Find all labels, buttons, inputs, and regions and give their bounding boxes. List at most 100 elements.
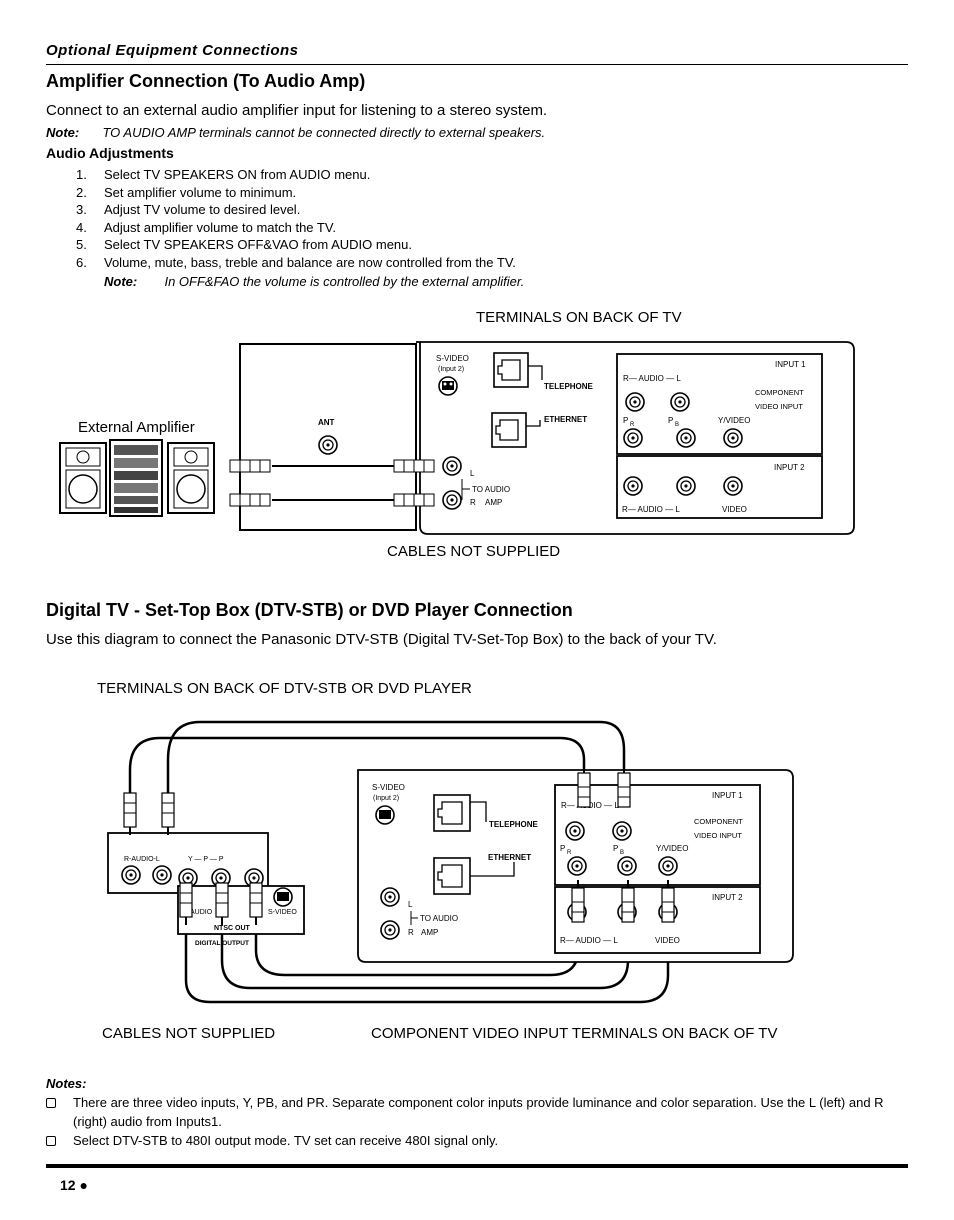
list-item: Select DTV-STB to 480I output mode. TV s… xyxy=(46,1131,908,1150)
input2-box-2 xyxy=(554,886,761,954)
list-item: There are three video inputs, Y, PB, and… xyxy=(46,1093,908,1131)
svg-text:AMP: AMP xyxy=(421,928,438,937)
svg-text:INPUT 1: INPUT 1 xyxy=(712,791,743,800)
svg-text:COMPONENT: COMPONENT xyxy=(694,817,743,826)
diagram2-caption-right: COMPONENT VIDEO INPUT TERMINALS ON BACK … xyxy=(371,1025,778,1042)
svg-text:L: L xyxy=(470,469,475,478)
input2-box xyxy=(616,455,823,519)
input1-pb-jack xyxy=(676,428,696,448)
svg-text:AUDIO: AUDIO xyxy=(190,909,213,916)
svg-text:R— AUDIO — L: R— AUDIO — L xyxy=(623,374,681,383)
tv-back-panel xyxy=(239,343,417,531)
ethernet-jack-icon-2 xyxy=(433,857,515,895)
notes-list: There are three video inputs, Y, PB, and… xyxy=(46,1093,908,1150)
svg-text:P: P xyxy=(668,416,673,425)
svg-text:ETHERNET: ETHERNET xyxy=(488,853,531,862)
audio-steps-list: 1.Select TV SPEAKERS ON from AUDIO menu.… xyxy=(76,166,516,271)
svg-text:AMP: AMP xyxy=(485,498,502,507)
dtv-title: Digital TV - Set-Top Box (DTV-STB) or DV… xyxy=(46,600,573,620)
input1-y-jack xyxy=(723,428,743,448)
diagram1-caption-top: TERMINALS ON BACK OF TV xyxy=(476,309,682,326)
checkbox-bullet-icon xyxy=(46,1136,56,1146)
svg-text:P: P xyxy=(613,844,618,853)
to-audio-l-jack-2 xyxy=(380,887,400,907)
input1-box xyxy=(616,353,823,455)
tv-terminal-panel xyxy=(416,341,855,535)
svg-text:Y — P — P: Y — P — P xyxy=(188,856,224,863)
footer-rule xyxy=(46,1164,908,1168)
diagram2-caption-left: CABLES NOT SUPPLIED xyxy=(102,1025,276,1042)
svg-text:VIDEO INPUT: VIDEO INPUT xyxy=(694,831,742,840)
amp-note2-label: Note: xyxy=(104,274,138,289)
input2-audio-l-jack xyxy=(676,476,696,496)
amp-title: Amplifier Connection (To Audio Amp) xyxy=(46,71,366,91)
svg-text:S-VIDEO: S-VIDEO xyxy=(372,783,405,792)
amp-note-label: Note: xyxy=(46,125,80,140)
input2-video-jack xyxy=(723,476,743,496)
diagram1-caption-bottom: CABLES NOT SUPPLIED xyxy=(387,543,561,560)
svideo-label: S-VIDEO xyxy=(436,354,469,363)
list-item: 2.Set amplifier volume to minimum. xyxy=(76,184,297,200)
list-item: 3.Adjust TV volume to desired level. xyxy=(76,202,301,217)
dtv-stb-connection-diagram: R-AUDIO-L Y — P — P AUDIO S-VIDEO NTSC O… xyxy=(107,720,794,1004)
amp-note: Note: TO AUDIO AMP terminals cannot be c… xyxy=(46,125,545,140)
svg-text:TO AUDIO: TO AUDIO xyxy=(472,485,510,494)
input1-pr-jack xyxy=(623,428,643,448)
svg-text:L: L xyxy=(408,900,413,909)
svg-text:TELEPHONE: TELEPHONE xyxy=(489,820,539,829)
svg-text:NTSC OUT: NTSC OUT xyxy=(214,925,251,932)
page-number: 12 ● xyxy=(60,1177,88,1193)
svg-text:R: R xyxy=(567,850,572,856)
svg-text:TELEPHONE: TELEPHONE xyxy=(544,382,594,391)
audio-cable-top xyxy=(229,459,435,473)
svg-text:P: P xyxy=(560,844,565,853)
svg-text:Y/VIDEO: Y/VIDEO xyxy=(656,844,688,853)
svideo-jack-icon xyxy=(438,376,458,396)
svg-text:R— AUDIO — L: R— AUDIO — L xyxy=(560,936,618,945)
audio-adjustments-title: Audio Adjustments xyxy=(46,145,174,161)
header-rule xyxy=(46,64,908,65)
svg-text:B: B xyxy=(675,422,679,428)
telephone-jack-icon-2 xyxy=(433,794,487,832)
svg-text:COMPONENT: COMPONENT xyxy=(755,388,804,397)
svg-text:INPUT 1: INPUT 1 xyxy=(775,360,806,369)
svg-text:P: P xyxy=(623,416,628,425)
ant-jack xyxy=(318,435,338,455)
list-item: 6.Volume, mute, bass, treble and balance… xyxy=(76,254,516,270)
audio-cable-l xyxy=(166,720,626,800)
svg-text:R: R xyxy=(470,498,476,507)
checkbox-bullet-icon xyxy=(46,1098,56,1108)
amp-note-text: TO AUDIO AMP terminals cannot be connect… xyxy=(102,125,546,140)
ant-label: ANT xyxy=(318,418,335,427)
input1-audio-r-jack xyxy=(625,392,645,412)
amp-note2-text: In OFF&FAO the volume is controlled by t… xyxy=(164,274,525,289)
telephone-jack-icon xyxy=(493,352,543,388)
amplifier-stack-icon xyxy=(109,439,163,517)
svg-text:INPUT 2: INPUT 2 xyxy=(774,463,805,472)
to-audio-r-jack-2 xyxy=(380,920,400,940)
svg-text:VIDEO: VIDEO xyxy=(655,936,680,945)
list-item: 1.Select TV SPEAKERS ON from AUDIO menu. xyxy=(76,167,371,182)
svg-text:DIGITAL OUTPUT: DIGITAL OUTPUT xyxy=(195,940,249,947)
notes-label: Notes: xyxy=(46,1076,87,1091)
svg-text:Y/VIDEO: Y/VIDEO xyxy=(718,416,750,425)
svg-text:R— AUDIO — L: R— AUDIO — L xyxy=(622,505,680,514)
svg-text:R-AUDIO-L: R-AUDIO-L xyxy=(124,856,160,863)
svg-text:S-VIDEO: S-VIDEO xyxy=(268,909,297,916)
svg-text:(Input 2): (Input 2) xyxy=(438,366,464,373)
list-item: 4.Adjust amplifier volume to match the T… xyxy=(76,219,336,235)
amp-note-2: Note: In OFF&FAO the volume is controlle… xyxy=(104,274,524,289)
list-item: 5.Select TV SPEAKERS OFF&VAO from AUDIO … xyxy=(76,237,413,252)
amplifier-connection-diagram: External Amplifier ANT xyxy=(59,341,855,535)
svg-text:ETHERNET: ETHERNET xyxy=(544,415,587,424)
stb-svideo-jack-icon xyxy=(273,887,293,907)
dtv-intro: Use this diagram to connect the Panasoni… xyxy=(46,631,717,648)
input1-audio-l-jack xyxy=(670,392,690,412)
right-speaker-icon xyxy=(167,442,215,514)
svg-text:INPUT 2: INPUT 2 xyxy=(712,893,743,902)
svg-text:TO AUDIO: TO AUDIO xyxy=(420,914,458,923)
audio-cable-bottom xyxy=(229,493,435,507)
amp-intro: Connect to an external audio amplifier i… xyxy=(46,102,548,119)
svg-text:R: R xyxy=(408,928,414,937)
to-audio-amp-l-jack xyxy=(442,456,462,476)
